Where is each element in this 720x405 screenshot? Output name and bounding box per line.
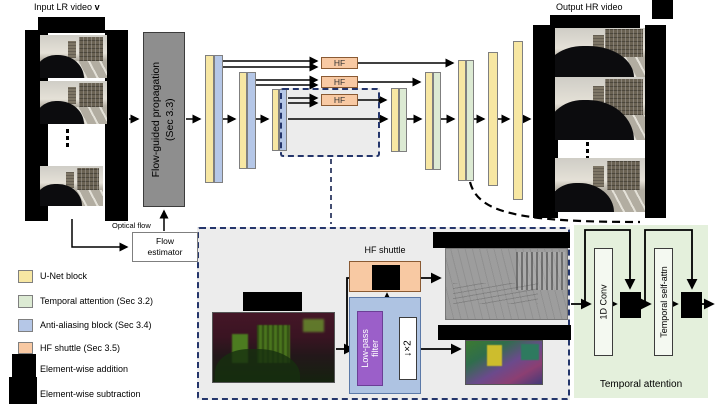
anti-aliasing-bar: [247, 72, 256, 169]
building: [68, 41, 77, 59]
legend-label: HF shuttle (Sec 3.5): [40, 343, 121, 353]
feature-texture: [516, 251, 565, 291]
hf-box-1: HF: [321, 57, 358, 69]
temporal-attention-bar: [466, 60, 474, 181]
temporal-attention-bar: [399, 88, 407, 152]
car: [555, 182, 615, 212]
legend-label: Anti-aliasing block (Sec 3.4): [40, 320, 152, 330]
output-video-label: Output HR video: [556, 2, 623, 12]
building: [78, 83, 103, 107]
legend-label: Element-wise subtraction: [40, 389, 141, 399]
flow-propagation-box: Flow-guided propagation (Sec 3.3): [143, 32, 185, 207]
decoder-block-3: [458, 60, 474, 181]
building: [66, 171, 75, 188]
hf-box-2: HF: [321, 76, 358, 88]
input-stack-right-bar: [105, 30, 128, 221]
legend-label: Element-wise addition: [40, 364, 129, 374]
output-symbol-box: [652, 0, 673, 19]
legend-swatch-hf-shuttle: [18, 342, 33, 354]
legend-label: U-Net block: [40, 271, 88, 281]
image-caption-mask: [433, 232, 570, 248]
input-video-frame: [40, 81, 107, 124]
temporal-attention-bar: [433, 72, 441, 170]
conv-1d-box: 1D Conv: [594, 248, 613, 356]
decoder-block-1: [391, 88, 407, 152]
input-frames-ellipsis: [66, 129, 69, 147]
conv-1d-label: 1D Conv: [598, 284, 609, 320]
unet-bar: [205, 55, 214, 183]
optical-flow-label: Optical flow: [112, 221, 151, 230]
legend-subtraction-node: [9, 377, 37, 404]
temporal-attention-title: Temporal attention: [599, 379, 683, 390]
input-video-symbol: v: [94, 2, 100, 12]
output-stack-right-bar: [645, 25, 666, 218]
encoder-dashed-region-border: [280, 88, 380, 157]
input-video-frame: [40, 166, 103, 206]
feature-blob: [302, 318, 325, 333]
feature-texture: [453, 282, 538, 304]
unet-output-bar-2: [513, 41, 523, 200]
feature-blob: [520, 344, 539, 360]
building: [592, 165, 604, 188]
temporal-self-attn-box: Temporal self-attn: [654, 248, 673, 356]
input-video-label: Input LR video v: [34, 2, 100, 12]
feature-blob: [487, 345, 503, 366]
unet-bar: [458, 60, 466, 181]
image-caption-mask: [438, 325, 571, 340]
downsample-label: ↓×2: [402, 340, 414, 357]
car: [40, 54, 85, 78]
unet-bar: [391, 88, 399, 152]
addition-node: [681, 292, 702, 318]
anti-aliasing-bar: [214, 55, 223, 183]
lf-output-image: [465, 340, 543, 385]
input-video-frame: [40, 35, 107, 78]
legend-swatch-temporal-attention: [18, 295, 33, 308]
legend-swatch-unet: [18, 270, 33, 283]
flow-propagation-label: Flow-guided propagation (Sec 3.3): [150, 61, 177, 178]
legend-addition-node: [12, 354, 36, 381]
output-video-frame: [555, 28, 645, 77]
car: [40, 184, 82, 206]
unet-bar: [239, 72, 247, 169]
output-video-frame: [555, 158, 645, 212]
low-pass-filter-box: Low-pass filter: [357, 311, 383, 386]
subtraction-node: [372, 265, 400, 290]
flow-estimator-box: Flow estimator: [132, 232, 198, 262]
downsample-box: ↓×2: [399, 317, 417, 380]
building: [592, 34, 604, 55]
low-pass-filter-label: Low-pass filter: [359, 329, 380, 368]
building: [68, 87, 77, 105]
encoder-block-2: [239, 72, 256, 169]
hf-output-image: [445, 248, 568, 320]
image-caption-mask: [243, 292, 302, 311]
input-feature-image: [212, 312, 335, 383]
building: [78, 37, 103, 61]
encoder-block-1: [205, 55, 223, 183]
building: [607, 160, 640, 191]
building: [592, 85, 604, 111]
legend-swatch-anti-aliasing: [18, 319, 33, 332]
hf-shuttle-title: HF shuttle: [364, 245, 406, 255]
shuttle-detail-border: [197, 227, 570, 400]
output-video-frame: [555, 77, 645, 140]
unet-bar: [425, 72, 433, 170]
temporal-self-attn-label: Temporal self-attn: [658, 266, 669, 338]
unet-output-bar-1: [488, 52, 498, 186]
input-stack-back-frame: [38, 17, 105, 33]
unet-bar: [272, 89, 279, 151]
legend-label: Temporal attention (Sec 3.2): [40, 296, 154, 306]
hf-box-3: HF: [321, 94, 358, 106]
addition-node: [620, 292, 641, 318]
building: [76, 168, 100, 190]
decoder-block-2: [425, 72, 441, 170]
car: [40, 100, 85, 124]
